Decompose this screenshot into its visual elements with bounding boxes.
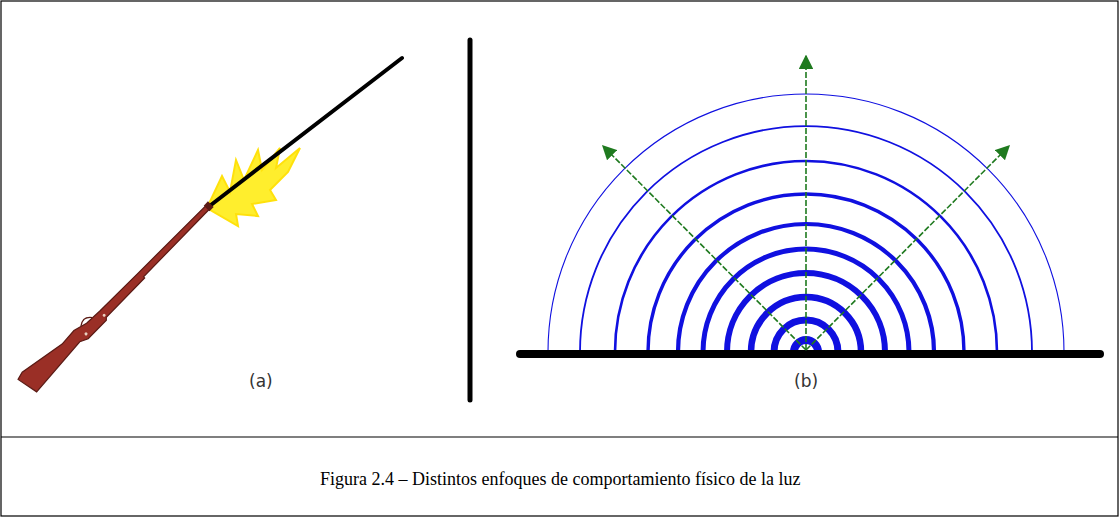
caption-rule [1,436,1118,437]
panel-label: (a) [249,371,273,391]
panel-label: (b) [794,371,818,391]
particle-ray [207,58,402,208]
muzzle-flame [207,148,300,226]
rifle [17,192,215,395]
figure-caption: Figura 2.4 – Distintos enfoques de compo… [320,469,800,490]
ray-arrows [603,56,1009,350]
panel-divider [468,40,473,400]
wave-source-surface [520,350,1100,358]
